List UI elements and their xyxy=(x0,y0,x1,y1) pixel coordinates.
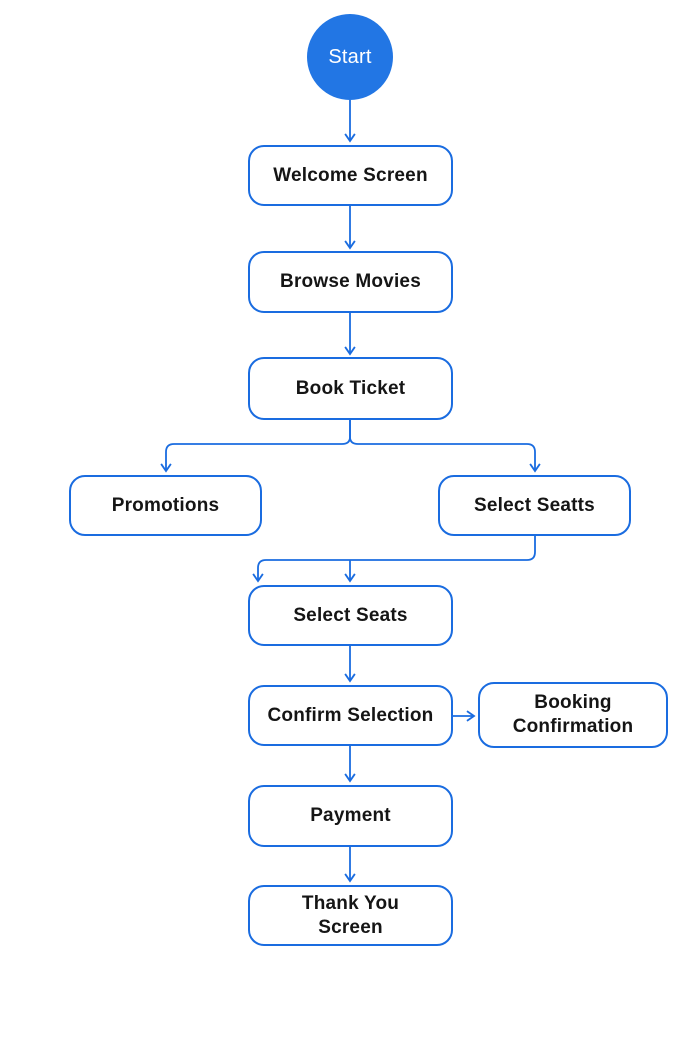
node-select-seatts-label: Select Seatts xyxy=(474,494,595,516)
node-payment: Payment xyxy=(248,785,453,847)
node-payment-label: Payment xyxy=(310,805,391,827)
node-browse-movies: Browse Movies xyxy=(248,251,453,313)
node-booking-confirmation: Booking Confirmation xyxy=(478,682,668,748)
node-confirm-selection-label: Confirm Selection xyxy=(267,704,434,726)
node-select-seats: Select Seats xyxy=(248,585,453,646)
node-welcome-screen-label: Welcome Screen xyxy=(273,164,428,186)
node-thank-you-screen-label: Thank You Screen xyxy=(301,892,400,938)
node-promotions: Promotions xyxy=(69,475,262,536)
node-select-seatts: Select Seatts xyxy=(438,475,631,536)
node-start-label: Start xyxy=(328,45,372,68)
node-browse-movies-label: Browse Movies xyxy=(280,271,421,293)
node-booking-confirmation-label: Booking Confirmation xyxy=(512,692,634,737)
node-promotions-label: Promotions xyxy=(111,494,220,516)
node-book-ticket-label: Book Ticket xyxy=(295,377,406,399)
node-book-ticket: Book Ticket xyxy=(248,357,453,420)
edge-book-ticket-to-promotions xyxy=(160,420,351,473)
node-start: Start xyxy=(307,14,393,100)
node-welcome-screen: Welcome Screen xyxy=(248,145,453,206)
node-confirm-selection: Confirm Selection xyxy=(248,685,453,746)
node-select-seats-label: Select Seats xyxy=(293,604,408,626)
node-thank-you-screen: Thank You Screen xyxy=(248,885,453,946)
edge-book-ticket-to-select-seatts xyxy=(349,420,541,473)
edge-select-seatts-to-select-seats xyxy=(252,536,536,583)
